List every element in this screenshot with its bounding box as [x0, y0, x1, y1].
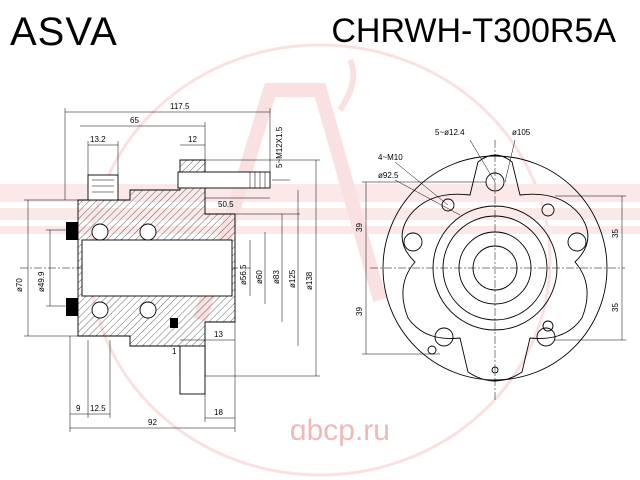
flange-bottom	[179, 345, 206, 395]
dim-35-top: 35	[611, 229, 620, 238]
brand-title: ASVA	[10, 10, 118, 54]
dim-50-5: 50.5	[218, 200, 234, 209]
watermark-text: ɑbcp.ru	[289, 414, 390, 447]
dim-83: ø83	[272, 270, 281, 284]
dim-13: 13	[214, 330, 223, 339]
label-5-12-4: 5~ø12.4	[435, 128, 465, 137]
dim-1: 1	[172, 347, 177, 356]
bearing-ball	[139, 223, 157, 241]
bearing-ball	[91, 301, 109, 319]
wheel-stud	[177, 171, 271, 189]
dim-138: ø138	[305, 271, 314, 290]
bearing-ball	[139, 301, 157, 319]
hub-flange	[401, 154, 589, 382]
dim-12: 12	[188, 135, 197, 144]
dim-m12: 5~M12X1.5	[275, 126, 284, 168]
flange-top	[87, 174, 119, 201]
bolt-hole	[542, 320, 554, 332]
dim-39-bottom: 39	[355, 307, 364, 316]
stud-hole	[434, 327, 454, 347]
dim-49-9: ø49.9	[37, 271, 46, 292]
front-view: 4~M10 ø92.5 5~ø12.4 ø105 39 39 35 35	[355, 128, 626, 400]
label-105: ø105	[512, 128, 531, 137]
dim-92: 92	[148, 418, 157, 427]
bearing-ball	[91, 223, 109, 241]
label-4-m10: 4~M10	[378, 153, 403, 162]
bolt-hole	[491, 366, 499, 374]
center-bore	[472, 245, 518, 291]
dim-65: 65	[130, 116, 139, 125]
dim-60: ø60	[255, 270, 264, 284]
dim-117-5: 117.5	[170, 102, 190, 111]
pilot-mid	[442, 215, 548, 321]
hub-bore	[81, 239, 233, 297]
dim-12-5: 12.5	[90, 404, 106, 413]
pilot-outer	[432, 205, 558, 331]
dim-56-5: ø56.5	[239, 264, 248, 285]
dim-35-bottom: 35	[611, 303, 620, 312]
stud-hole	[536, 327, 556, 347]
dim-39-top: 39	[355, 223, 364, 232]
dim-70: ø70	[15, 278, 24, 292]
seal	[170, 318, 178, 328]
side-view: 117.5 65 13.2 12 50.5 5~M12X1.5 ø70 ø49.…	[15, 102, 320, 432]
part-number: CHRWH-T300R5A	[331, 12, 616, 50]
dim-125: ø125	[288, 269, 297, 288]
label-92-5: ø92.5	[378, 171, 399, 180]
outer-flange-circle	[382, 155, 608, 381]
stud-hole	[403, 232, 423, 252]
seal	[66, 298, 78, 316]
dim-13-2: 13.2	[90, 135, 106, 144]
bolt-hole	[427, 345, 437, 355]
dim-9: 9	[76, 404, 81, 413]
pilot-inner	[458, 231, 532, 305]
bolt-hole	[441, 198, 455, 212]
dim-18: 18	[214, 408, 223, 417]
bolt-hole	[541, 203, 555, 217]
seal	[66, 222, 78, 240]
stud-hole	[567, 232, 587, 252]
